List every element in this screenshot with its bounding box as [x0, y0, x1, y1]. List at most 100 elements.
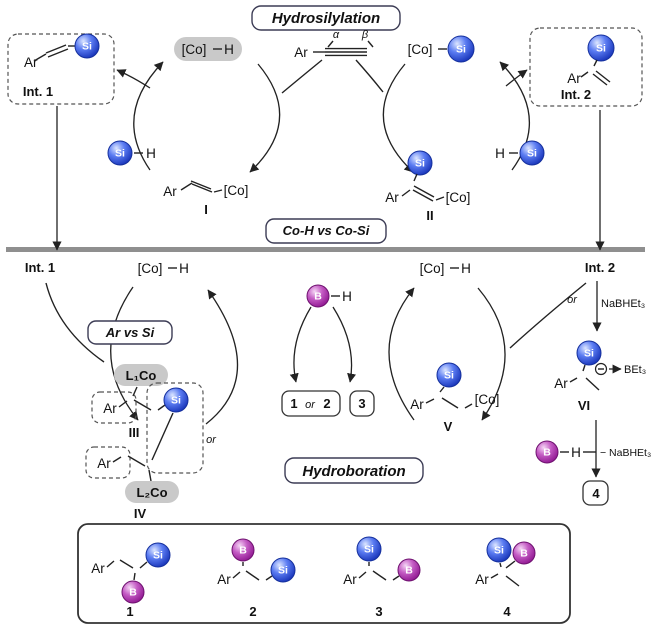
box-4 [582, 480, 609, 506]
product-3-ref: 3 [358, 396, 365, 411]
co-label: [Co] [182, 42, 207, 57]
si-selectivity-box [146, 382, 204, 474]
alkyne-substrate: Ar α β [294, 29, 374, 60]
b-sphere-text: B [543, 447, 551, 459]
product-2-label: 2 [249, 604, 256, 619]
ar-vs-si: Ar vs Si [87, 320, 173, 345]
si-sphere-text: Si [415, 158, 425, 170]
int2-feed [509, 282, 587, 349]
ar-vs-si-text: Ar vs Si [105, 325, 155, 340]
co-label: [Co] [138, 261, 163, 276]
b-sphere-text: B [129, 587, 137, 599]
b-sphere: B [512, 541, 536, 565]
ar-label: Ar [475, 572, 489, 587]
cycle-arrow [382, 63, 414, 173]
b-sphere-text: B [520, 548, 528, 560]
b-sphere-text: B [405, 565, 413, 577]
ar-label: Ar [385, 190, 399, 205]
ar-label: Ar [91, 561, 105, 576]
catalytic-cycle-bottom-left: [Co] H [45, 261, 239, 425]
l2co-label: L₂Co [136, 485, 167, 500]
si-sphere: Si [107, 140, 133, 166]
si-sphere: Si [486, 537, 512, 563]
h-label: H [461, 261, 471, 276]
intermediate-II: Si Ar [Co] II [385, 150, 471, 223]
h-label: H [342, 289, 352, 304]
co-h-species-top: [Co] H [174, 37, 242, 61]
int1-label: Int. 1 [23, 84, 53, 99]
ar-label: Ar [103, 401, 117, 416]
cycle-arrow [205, 289, 239, 425]
co-h-vs-co-si: Co-H vs Co-Si [265, 218, 387, 244]
product-3-label: 3 [375, 604, 382, 619]
ar-label: Ar [97, 456, 111, 471]
nabhet3-branch: or NaBHEt₃ [567, 281, 645, 332]
h-label: H [495, 146, 505, 161]
int1-structure: Ar Si Int. 1 [7, 33, 115, 105]
si-sphere-text: Si [153, 550, 163, 562]
co-si-species-top: [Co] Si [408, 35, 475, 63]
hydroboration-title: Hydroboration [284, 457, 424, 484]
product-box-1-or-2: 1 or 2 [281, 390, 341, 417]
catalytic-cycle-top-right [355, 59, 531, 173]
si-sphere: Si [145, 542, 171, 568]
si-sphere-text: Si [278, 565, 288, 577]
product-4-label: 4 [503, 604, 511, 619]
intermediate-V-label: V [444, 419, 453, 434]
or-label: or [206, 434, 217, 446]
si-sphere-text: Si [527, 148, 537, 160]
si-sphere: Si [447, 35, 475, 63]
intermediate-I-label: I [204, 202, 208, 217]
b-sphere-text: B [314, 291, 322, 303]
intermediate-III: L₁Co Ar Si III [91, 364, 189, 440]
intermediate-IV: Ar L₂Co IV [85, 412, 179, 521]
si-sphere-text: Si [456, 44, 466, 56]
b-h-reagent-lower: B H − NaBHEt₃ [535, 420, 651, 478]
b-h-reagent-middle: B H [289, 284, 357, 383]
si-sphere: Si [519, 140, 545, 166]
beta-label: β [361, 29, 369, 41]
si-sphere: Si [163, 387, 189, 413]
ar-selectivity-box [91, 391, 137, 424]
co-h-vs-co-si-box [265, 218, 387, 244]
si-sphere-text: Si [364, 544, 374, 556]
si-sphere: Si [436, 362, 462, 388]
cycle-arrow [388, 287, 415, 421]
ar-label: Ar [554, 376, 568, 391]
product-box-3: 3 [349, 390, 375, 417]
b-sphere: B [397, 558, 421, 582]
b-sphere: B [306, 284, 330, 308]
int2-structure: Si Ar Int. 2 [529, 27, 643, 107]
bet3-label: BEt₃ [624, 364, 646, 376]
cycle-arrow [499, 61, 531, 171]
intermediate-VI: Si Ar BEt₃ VI [554, 340, 646, 413]
product-4: Ar Si B 4 [475, 537, 536, 619]
ar-label: Ar [24, 55, 38, 70]
product-1-label: 1 [126, 604, 133, 619]
si-sphere-text: Si [82, 41, 92, 53]
co-label: [Co] [446, 190, 471, 205]
catalytic-cycle-top-left [116, 59, 323, 173]
arrow-to-product-3 [332, 306, 357, 383]
si-h-reagent: Si H [107, 140, 156, 166]
hydrosilylation-title: Hydrosilylation [251, 5, 401, 31]
b-sphere-text: B [239, 545, 247, 557]
arrow-to-int1 [116, 69, 151, 89]
products-panel [77, 523, 571, 624]
hydroboration-title-text: Hydroboration [302, 463, 405, 480]
minus-nabhet3-label: − NaBHEt₃ [600, 447, 651, 459]
si-sphere-text: Si [115, 148, 125, 160]
int2-dashed-box [529, 27, 643, 107]
si-sphere-text: Si [596, 43, 606, 55]
box-3 [349, 390, 375, 417]
h-label: H [179, 261, 189, 276]
ar-selectivity-box [85, 446, 131, 479]
intermediate-VI-label: VI [578, 398, 590, 413]
carbanion-icon [594, 362, 608, 376]
cycle-arrow [133, 61, 164, 171]
cycle-arrow [249, 63, 281, 173]
si-sphere: Si [576, 340, 602, 366]
l1co-highlight [114, 364, 168, 386]
